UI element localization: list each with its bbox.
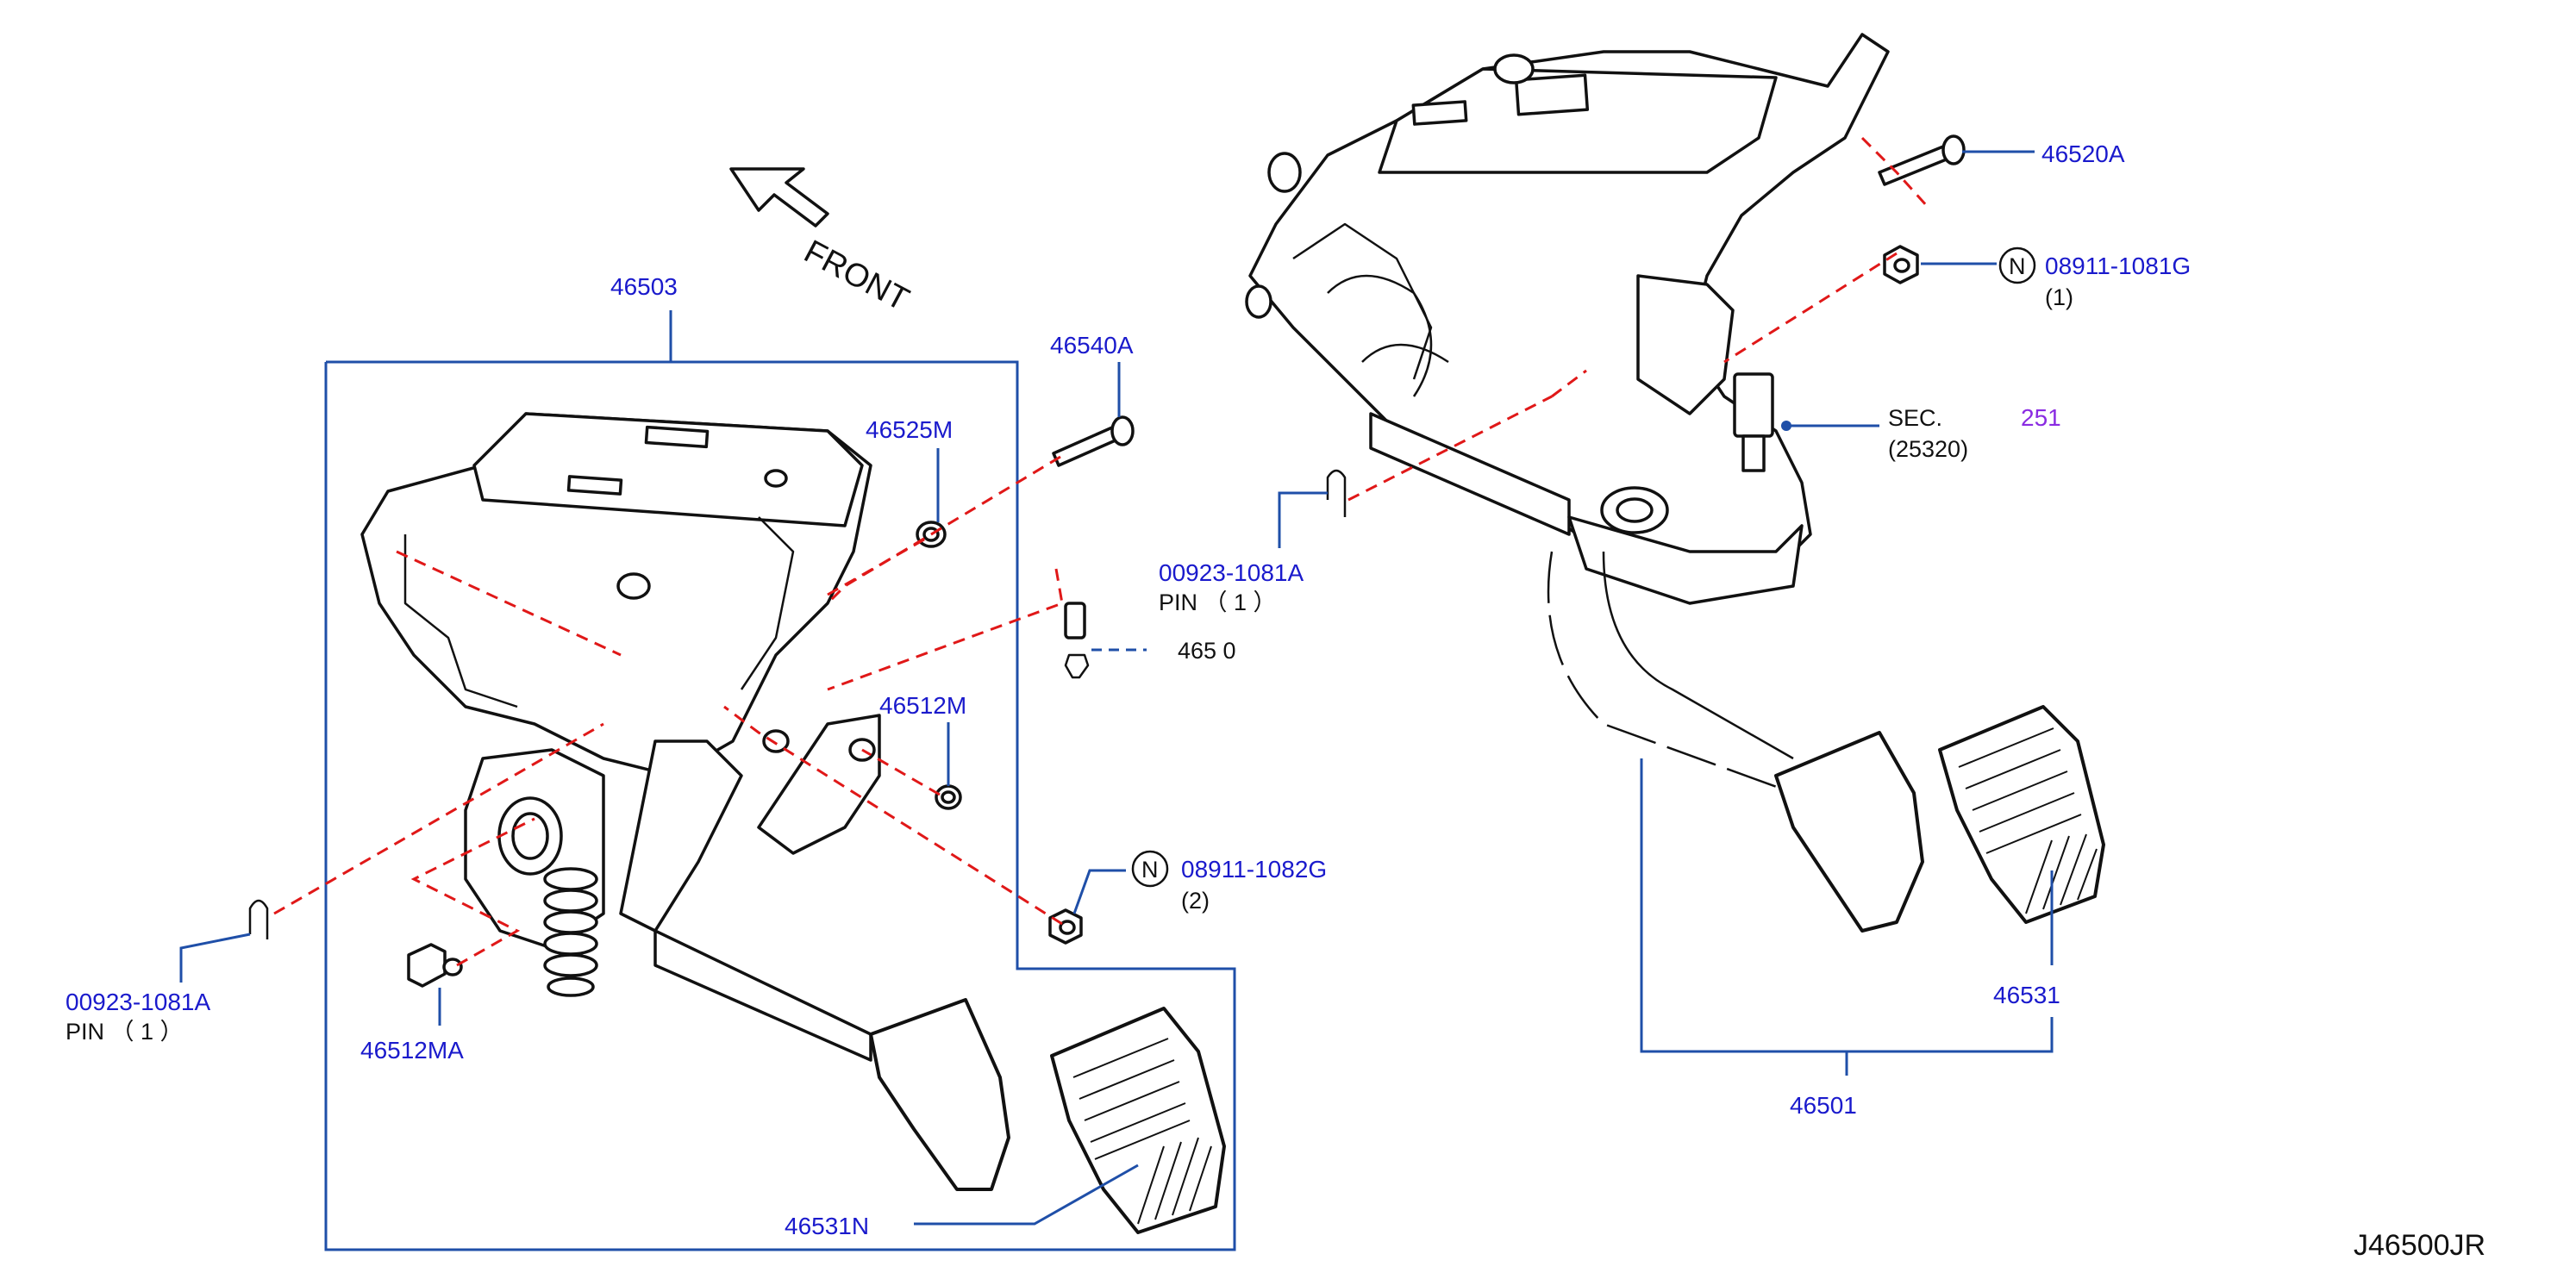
circled-n-icon [1998,246,2036,284]
right-leaders [1278,150,2054,1076]
return-spring [543,867,598,997]
left-nut-08911-1082G [1048,908,1083,945]
label-08911-1082G: 08911-1082G [1181,856,1327,883]
drawing-code: J46500JR [2354,1229,2485,1262]
pin-text-right: PIN （ 1 ） [1159,590,1277,615]
right-pedal-arm [1547,551,1924,933]
right-clip-pin [1326,469,1347,517]
sensor-part-number: (25320) [1888,436,1968,462]
left-rubber-pad [1050,1007,1226,1234]
label-00923-1081A-right: 00923-1081A [1159,559,1304,586]
left-clip-pin [248,899,269,939]
right-pedal-bracket [1245,33,1890,605]
label-46531: 46531 [1993,982,2060,1008]
left-switch-obscured [1064,602,1090,679]
left-pedal-bracket [360,412,1010,1191]
right-nut-08911-1081G [1883,245,1919,284]
qty-left-nut: (2) [1181,888,1210,914]
left-bushing-46512M [935,784,962,810]
pin-text-left: PIN （ 1 ） [66,1019,184,1045]
label-46531N: 46531N [785,1213,869,1239]
right-guide-lines [1347,136,1929,502]
brake-switch-sensor [1733,372,1791,472]
label-obscured-465: 465 0 [1178,638,1236,664]
label-08911-1081G: 08911-1081G [2045,253,2191,279]
label-46520A: 46520A [2041,140,2125,167]
label-46503: 46503 [610,273,678,300]
left-bolt-46540A [1052,415,1135,467]
qty-right-nut: (1) [2045,284,2073,310]
sensor-sec-number: 251 [2021,404,2061,431]
label-46512MA: 46512MA [360,1037,464,1064]
label-46525M: 46525M [866,416,953,443]
front-label: FRONT [798,234,915,319]
front-arrow-icon [729,167,829,228]
label-00923-1081A-left: 00923-1081A [66,989,210,1015]
right-bolt-46520A [1878,134,1966,186]
left-stopper-46512MA [407,943,463,988]
label-46501: 46501 [1790,1092,1857,1119]
nut-marker-left: N [1141,857,1159,883]
right-rubber-pad [1938,705,2105,924]
sensor-sec-prefix: SEC. [1888,405,1942,431]
left-leaders [179,362,1147,1226]
label-46512M: 46512M [879,692,966,719]
left-guide-lines [273,455,1064,967]
circled-n-icon [1131,850,1169,888]
nut-marker-right: N [2009,253,2026,279]
label-46540A: 46540A [1050,332,1134,359]
left-assembly-frame [324,310,1236,1251]
